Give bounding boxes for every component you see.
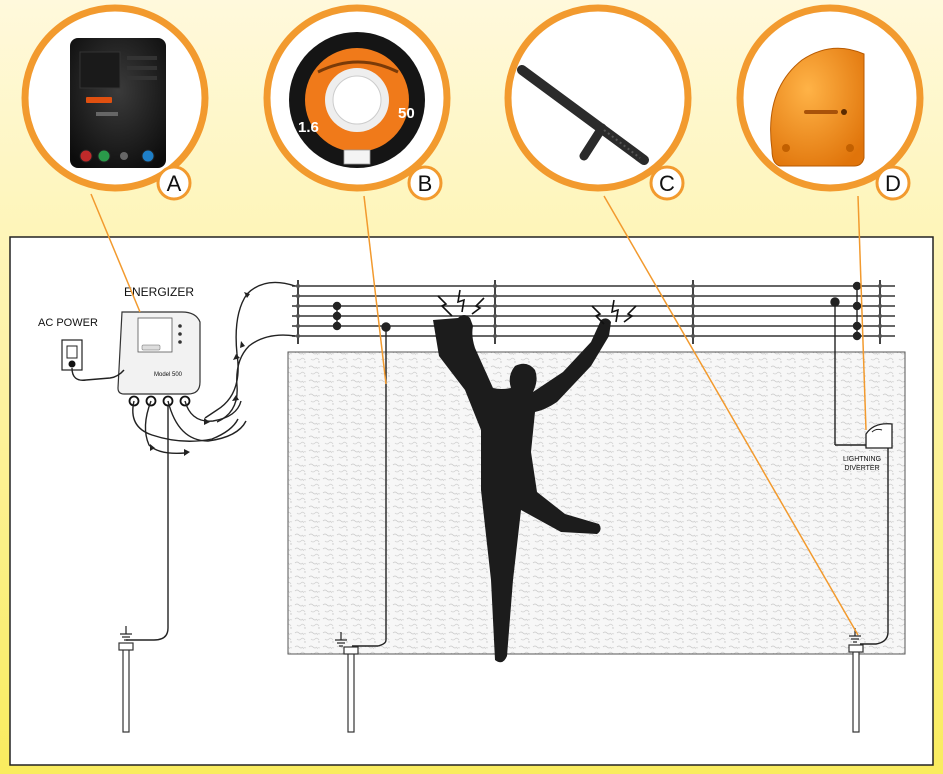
callout-c-letter: C [659,171,675,196]
wire-spool-photo: 1.6 50 [289,32,425,168]
protected-area [288,352,905,654]
energizer-unit: Model 500 [118,312,200,406]
callout-b-letter: B [418,171,433,196]
callout-a: A [25,8,205,199]
spool-left-number: 1.6 [298,119,319,136]
callout-b: 1.6 50 B [267,8,447,199]
energizer-model-text: Model 500 [154,372,183,378]
spool-right-number: 50 [398,105,415,122]
ac-power-label: AC POWER [38,317,98,329]
callout-c: C [508,8,688,199]
callout-d: D [740,8,920,199]
callout-d-letter: D [885,171,901,196]
energizer-label: ENERGIZER [124,285,194,299]
energizer-photo [70,38,166,168]
lightning-diverter-label-2: DIVERTER [844,465,879,472]
callout-a-letter: A [167,171,182,196]
lightning-diverter-label-1: LIGHTNING [843,456,881,463]
